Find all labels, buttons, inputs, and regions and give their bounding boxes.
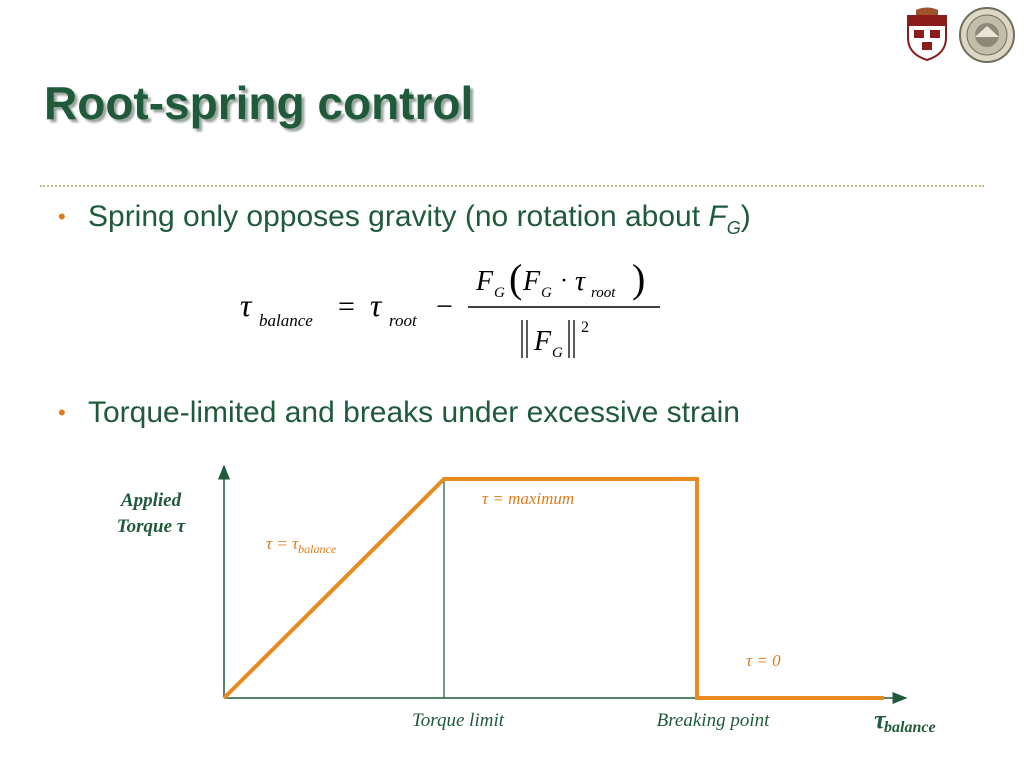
series-line [222, 477, 884, 700]
bullet-var-subscript: G [726, 218, 741, 238]
annotation-balance-eq: = [272, 534, 292, 553]
formula-num-tau-sub: root [591, 285, 616, 301]
seal-icon [959, 7, 1015, 63]
bullet-dot-icon: • [58, 400, 66, 425]
x-tick-breaking-point: Breaking point [657, 710, 770, 731]
annotation-zero-text: = 0 [752, 651, 781, 670]
annotation-balance: τ = τbalance [266, 534, 337, 556]
formula-root-subscript: root [389, 311, 418, 330]
formula-num-F1: F [475, 266, 494, 297]
formula-num-tau: τ [575, 266, 586, 297]
formula-root-tau: τ [370, 287, 383, 323]
xlabel-symbol: τ [874, 705, 887, 734]
annotation-balance-subscript: balance [298, 542, 337, 556]
title-divider [40, 185, 984, 187]
bullet-dot-icon: • [58, 204, 66, 229]
formula-close-paren: ) [632, 256, 645, 301]
annotation-balance-subsymbol: τ [292, 534, 299, 553]
bullet-torque-limited: • Torque-limited and breaks under excess… [58, 396, 740, 430]
formula-den-exp: 2 [581, 319, 589, 336]
x-tick-torque-limit: Torque limit [412, 710, 505, 731]
annotation-zero-symbol: τ [746, 651, 753, 670]
bullet-close-paren: ) [740, 200, 751, 233]
bullet-var: F [708, 200, 727, 233]
annotation-zero: τ = 0 [746, 651, 781, 670]
page-title: Root-spring control [44, 77, 474, 129]
brown-university-shield-icon [907, 7, 947, 62]
formula-den-F: F [533, 326, 552, 357]
bullet-text: Torque-limited and breaks under excessiv… [88, 396, 740, 429]
annotation-maximum-symbol: τ [482, 489, 489, 508]
bullet-text: Spring only opposes gravity (no rotation… [88, 200, 751, 238]
bullet-gravity: • Spring only opposes gravity (no rotati… [58, 200, 751, 238]
formula-dot: · [560, 268, 568, 294]
formula-num-F2-sub: G [541, 285, 552, 301]
formula-minus: − [436, 290, 453, 323]
xlabel-subscript: balance [884, 719, 936, 736]
chart-ylabel: Applied Torque τ [96, 488, 206, 540]
balance-formula: τ balance = τ root − F G ( F G · τ root … [240, 256, 660, 361]
formula-equals: = [338, 290, 355, 323]
chart-ylabel-line2: Torque [116, 516, 173, 537]
formula-lhs-tau: τ [240, 287, 253, 323]
formula-num-F2: F [522, 266, 541, 297]
chart-ylabel-symbol: τ [176, 516, 186, 537]
formula-num-F1-sub: G [494, 285, 505, 301]
chart-ylabel-line1: Applied [120, 490, 182, 511]
annotation-balance-symbol: τ [266, 534, 273, 553]
bullet-text-main: Spring only opposes gravity (no rotation… [88, 200, 709, 233]
formula-den-F-sub: G [552, 345, 563, 361]
formula-open-paren: ( [509, 256, 522, 301]
annotation-maximum-text: = maximum [488, 489, 574, 508]
formula-lhs-subscript: balance [259, 311, 313, 330]
annotation-maximum: τ = maximum [482, 489, 574, 508]
